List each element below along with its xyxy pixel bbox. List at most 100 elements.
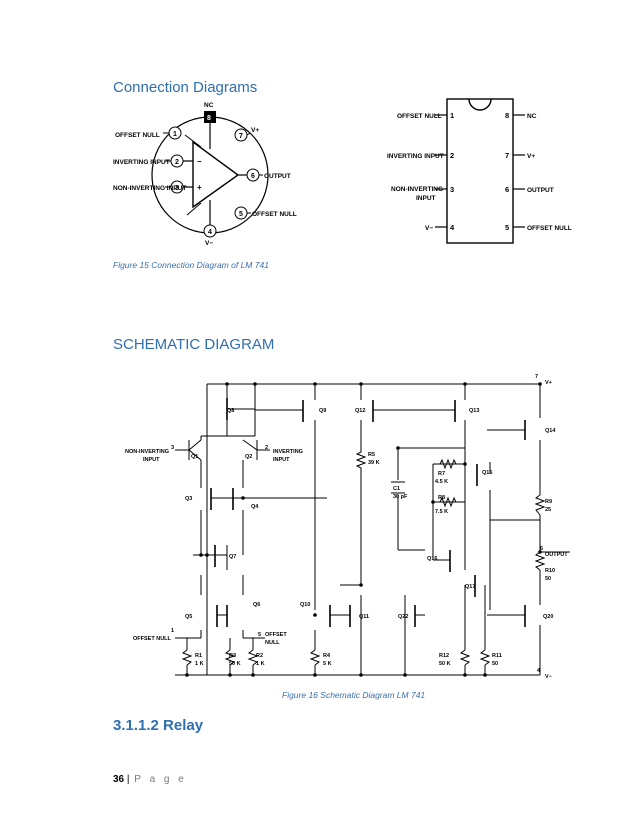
r11-label: R11 (492, 653, 502, 659)
r12-value: 50 K (439, 661, 451, 667)
output-label: OUTPUT (545, 552, 568, 558)
q16-label: Q16 (427, 556, 437, 562)
inverting-input-label: INPUT (273, 457, 290, 463)
r4-label: R4 (323, 653, 331, 659)
r2-label: R2 (256, 653, 263, 659)
svg-text:−: − (197, 157, 202, 166)
q10-label: Q10 (300, 602, 310, 608)
r5-label: R5 (368, 452, 375, 458)
inverting-label: INVERTING (273, 449, 303, 455)
pin-5-number: 5 (239, 211, 243, 218)
q13-label: Q13 (469, 408, 479, 414)
offset-null-right-label: OFFSET NULL (252, 211, 297, 218)
dip-pin-8: 8 (505, 111, 509, 120)
r3-label: R3 (229, 653, 236, 659)
pin-1-label: 1 (171, 628, 174, 634)
q6-label: Q6 (253, 602, 260, 608)
c1-value: 30 pF (393, 494, 408, 500)
dip-inverting-input-label: INVERTING INPUT (387, 153, 444, 160)
offset-label: OFFSET (265, 632, 287, 638)
r8-label: R8 (438, 495, 445, 501)
dip-input-label: INPUT (416, 195, 436, 202)
offset-null-label: OFFSET NULL (115, 132, 160, 139)
pin-3-label: 3 (171, 445, 174, 451)
q3-label: Q3 (185, 496, 192, 502)
dip-pin-3: 3 (450, 185, 454, 194)
r10-label: R10 (545, 568, 555, 574)
vminus-label: V− (205, 240, 213, 247)
schematic-diagram-heading: SCHEMATIC DIAGRAM (113, 336, 275, 353)
page-word: P a g e (134, 774, 187, 785)
dip-pin-2: 2 (450, 151, 454, 160)
r9-label: R9 (545, 499, 552, 505)
pin-5-label: 5 (258, 632, 261, 638)
figure-16-caption: Figure 16 Schematic Diagram LM 741 (282, 690, 426, 700)
connection-diagrams-heading: Connection Diagrams (113, 79, 258, 96)
vplus-label: V+ (251, 127, 259, 134)
c1-label: C1 (393, 486, 400, 492)
q11-label: Q11 (359, 614, 369, 620)
offset-null-label: OFFSET NULL (133, 636, 172, 642)
q7-label: Q7 (229, 554, 236, 560)
q14-label: Q14 (545, 428, 556, 434)
dip-output-label: OUTPUT (527, 187, 554, 194)
r8-value: 7.5 K (435, 509, 448, 515)
q12-label: Q12 (355, 408, 365, 414)
circle-package-diagram: − + 8 1 2 3 4 5 6 7 NC OFFSET NULL INVER… (113, 102, 297, 247)
r1-value: 1 K (195, 661, 204, 667)
q15-right-label: Q15 (482, 470, 492, 476)
pin-1-number: 1 (173, 131, 177, 138)
dip-offset-null-label: OFFSET NULL (397, 113, 442, 120)
r12-label: R12 (439, 653, 449, 659)
dip-pin-6: 6 (505, 185, 509, 194)
r9-value: 25 (545, 507, 551, 513)
r4-value: 5 K (323, 661, 332, 667)
output-label: OUTPUT (264, 173, 291, 180)
dip-vminus-label: V− (425, 225, 433, 232)
q1-label: Q1 (191, 454, 198, 460)
page-number: 36 (113, 774, 125, 785)
inverting-input-label: INVERTING INPUT (113, 159, 170, 166)
relay-section-heading: 3.1.1.2 Relay (113, 717, 204, 734)
pin-7-number: 7 (239, 133, 243, 140)
pin-6-label: 6 (540, 546, 543, 552)
pin-7-label: 7 (535, 374, 538, 380)
r5-value: 39 K (368, 460, 380, 466)
nc-label: NC (204, 102, 214, 109)
vminus-rail-label: V− (545, 674, 552, 680)
non-inverting-input-label: INPUT (143, 457, 160, 463)
dip-non-inverting-label: NON-INVERTING (391, 186, 443, 193)
lm741-schematic: Q8 Q9 Q12 Q13 Q14 Q1 Q2 Q3 Q4 Q7 Q15 Q16… (125, 374, 570, 680)
pin-2-label: 2 (265, 445, 268, 451)
non-inverting-input-label: NON-INVERTING INPUT (113, 185, 186, 192)
r1-label: R1 (195, 653, 202, 659)
dip-offset-null-right-label: OFFSET NULL (527, 225, 572, 232)
dip-pin-7: 7 (505, 151, 509, 160)
pin-4-number: 4 (208, 229, 212, 236)
null-label: NULL (265, 640, 280, 646)
pin-8-number: 8 (207, 115, 211, 122)
pin-6-number: 6 (251, 173, 255, 180)
footer-separator: | (126, 774, 130, 785)
pin-4-label: 4 (537, 668, 541, 674)
q17-label: Q17 (465, 584, 475, 590)
r11-value: 50 (492, 661, 498, 667)
q22-label: Q22 (398, 614, 408, 620)
dip-nc-label: NC (527, 113, 537, 120)
non-inverting-label: NON-INVERTING (125, 449, 169, 455)
pin-3-number: 3 (175, 185, 179, 192)
q8-label: Q8 (227, 408, 234, 414)
r3-value: 50 K (229, 661, 241, 667)
q2-label: Q2 (245, 454, 252, 460)
dip-pin-5: 5 (505, 223, 509, 232)
q4-label: Q4 (251, 504, 259, 510)
r7-value: 4.5 K (435, 479, 448, 485)
q5-label: Q5 (185, 614, 192, 620)
r10-value: 50 (545, 576, 551, 582)
svg-text:+: + (197, 183, 202, 192)
r7-label: R7 (438, 471, 445, 477)
vplus-rail-label: V+ (545, 380, 552, 386)
dip-vplus-label: V+ (527, 153, 535, 160)
pin-2-number: 2 (175, 159, 179, 166)
page-footer: 36 | P a g e (113, 774, 187, 785)
